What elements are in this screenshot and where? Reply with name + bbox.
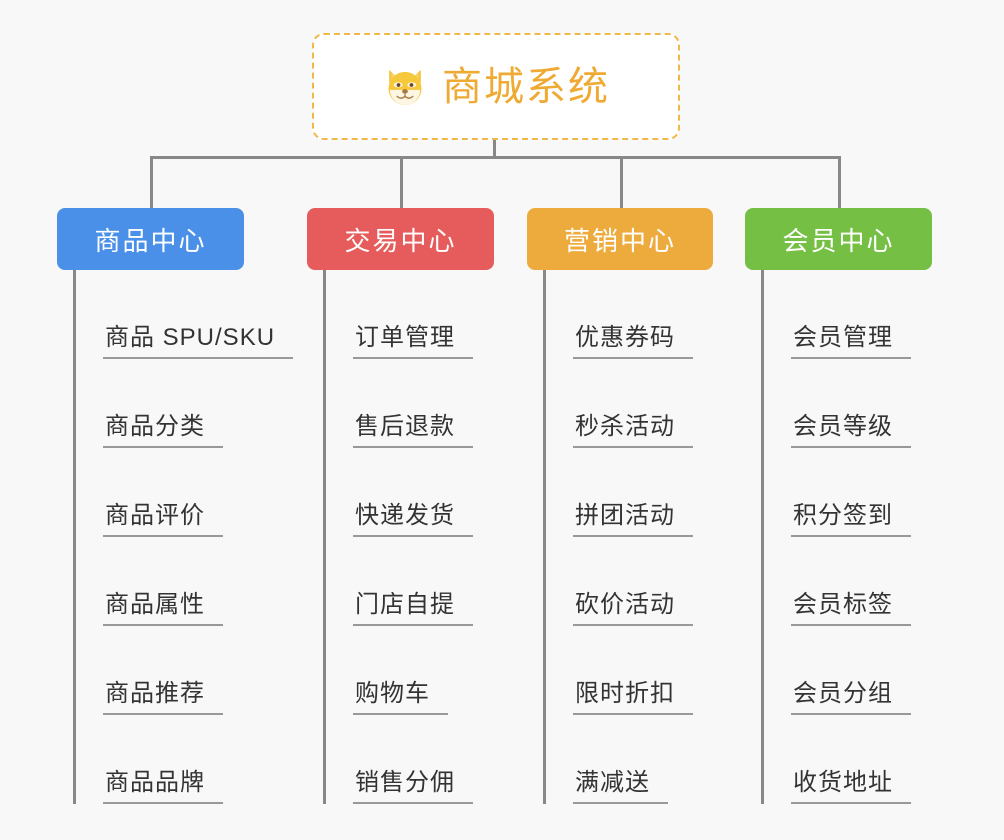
list-item[interactable]: 商品属性	[73, 537, 293, 626]
leaf-underline: 满减送	[573, 768, 668, 804]
list-item[interactable]: 秒杀活动	[543, 359, 693, 448]
leaf-underline: 会员分组	[791, 679, 911, 715]
list-item[interactable]: 会员管理	[761, 270, 911, 359]
connector-branch-vertical-2	[400, 156, 403, 208]
list-item[interactable]: 会员分组	[761, 626, 911, 715]
leaf-column-trade-center: 订单管理 售后退款 快递发货 门店自提 购物车 销售分佣	[323, 270, 473, 804]
leaf-label: 积分签到	[793, 501, 893, 529]
leaf-spine	[761, 270, 764, 804]
leaf-underline: 商品 SPU/SKU	[103, 323, 294, 359]
leaf-label: 商品属性	[105, 590, 205, 618]
list-item[interactable]: 砍价活动	[543, 537, 693, 626]
leaf-underline: 限时折扣	[573, 679, 693, 715]
leaf-label: 会员标签	[793, 590, 893, 618]
leaf-underline: 订单管理	[353, 323, 473, 359]
connector-horizontal-bus	[150, 156, 840, 159]
list-item[interactable]: 收货地址	[761, 715, 911, 804]
list-item[interactable]: 会员等级	[761, 359, 911, 448]
leaf-underline: 会员管理	[791, 323, 911, 359]
leaf-underline: 门店自提	[353, 590, 473, 626]
list-item[interactable]: 购物车	[323, 626, 473, 715]
leaf-label: 限时折扣	[575, 679, 675, 707]
leaf-underline: 售后退款	[353, 412, 473, 448]
leaf-label: 快递发货	[355, 501, 455, 529]
connector-branch-vertical-3	[620, 156, 623, 208]
category-label: 营销中心	[563, 225, 676, 256]
category-label: 商品中心	[94, 225, 207, 256]
category-label: 会员中心	[782, 225, 895, 256]
list-item[interactable]: 积分签到	[761, 448, 911, 537]
leaf-column-product-center: 商品 SPU/SKU 商品分类 商品评价 商品属性 商品推荐 商品品牌	[73, 270, 294, 804]
category-box-trade-center[interactable]: 交易中心	[307, 208, 494, 270]
list-item[interactable]: 订单管理	[323, 270, 473, 359]
leaf-underline: 优惠券码	[573, 323, 693, 359]
leaf-spine	[323, 270, 326, 804]
leaf-underline: 会员等级	[791, 412, 911, 448]
list-item[interactable]: 商品 SPU/SKU	[73, 270, 294, 359]
list-item[interactable]: 商品评价	[73, 448, 293, 537]
connector-branch-vertical-1	[150, 156, 153, 208]
category-label: 交易中心	[344, 225, 457, 256]
root-title: 商城系统	[442, 64, 610, 109]
connector-root-vertical	[493, 140, 496, 158]
leaf-underline: 商品属性	[103, 590, 223, 626]
list-item[interactable]: 限时折扣	[543, 626, 693, 715]
list-item[interactable]: 拼团活动	[543, 448, 693, 537]
leaf-underline: 会员标签	[791, 590, 911, 626]
leaf-underline: 快递发货	[353, 501, 473, 537]
leaf-underline: 商品品牌	[103, 768, 223, 804]
leaf-underline: 购物车	[353, 679, 448, 715]
list-item[interactable]: 门店自提	[323, 537, 473, 626]
leaf-label: 订单管理	[355, 323, 455, 351]
leaf-underline: 商品分类	[103, 412, 223, 448]
leaf-spine	[73, 270, 76, 804]
leaf-label: 拼团活动	[575, 501, 675, 529]
leaf-label: 销售分佣	[355, 768, 455, 796]
leaf-underline: 砍价活动	[573, 590, 693, 626]
leaf-underline: 销售分佣	[353, 768, 473, 804]
leaf-spine	[543, 270, 546, 804]
leaf-label: 购物车	[355, 679, 430, 707]
leaf-label: 商品评价	[105, 501, 205, 529]
leaf-underline: 秒杀活动	[573, 412, 693, 448]
leaf-label: 砍价活动	[575, 590, 675, 618]
list-item[interactable]: 销售分佣	[323, 715, 473, 804]
leaf-label: 商品推荐	[105, 679, 205, 707]
category-box-member-center[interactable]: 会员中心	[745, 208, 932, 270]
leaf-underline: 积分签到	[791, 501, 911, 537]
root-node[interactable]: 商城系统	[312, 33, 680, 140]
leaf-column-marketing-center: 优惠券码 秒杀活动 拼团活动 砍价活动 限时折扣 满减送	[543, 270, 693, 804]
list-item[interactable]: 商品推荐	[73, 626, 293, 715]
leaf-label: 门店自提	[355, 590, 455, 618]
list-item[interactable]: 会员标签	[761, 537, 911, 626]
leaf-underline: 收货地址	[791, 768, 911, 804]
category-box-marketing-center[interactable]: 营销中心	[527, 208, 713, 270]
leaf-label: 售后退款	[355, 412, 455, 440]
list-item[interactable]: 快递发货	[323, 448, 473, 537]
category-box-product-center[interactable]: 商品中心	[57, 208, 244, 270]
list-item[interactable]: 售后退款	[323, 359, 473, 448]
shiba-dog-face-icon	[388, 69, 422, 106]
leaf-label: 商品品牌	[105, 768, 205, 796]
leaf-underline: 商品推荐	[103, 679, 223, 715]
leaf-label: 商品分类	[105, 412, 205, 440]
list-item[interactable]: 商品分类	[73, 359, 293, 448]
leaf-label: 秒杀活动	[575, 412, 675, 440]
connector-branch-vertical-4	[838, 156, 841, 208]
leaf-label: 满减送	[575, 768, 650, 796]
leaf-underline: 拼团活动	[573, 501, 693, 537]
leaf-column-member-center: 会员管理 会员等级 积分签到 会员标签 会员分组 收货地址	[761, 270, 911, 804]
leaf-label: 商品 SPU/SKU	[105, 323, 276, 351]
leaf-label: 会员等级	[793, 412, 893, 440]
list-item[interactable]: 满减送	[543, 715, 693, 804]
leaf-label: 会员分组	[793, 679, 893, 707]
list-item[interactable]: 优惠券码	[543, 270, 693, 359]
leaf-underline: 商品评价	[103, 501, 223, 537]
leaf-label: 会员管理	[793, 323, 893, 351]
leaf-label: 收货地址	[793, 768, 893, 796]
leaf-label: 优惠券码	[575, 323, 675, 351]
list-item[interactable]: 商品品牌	[73, 715, 293, 804]
